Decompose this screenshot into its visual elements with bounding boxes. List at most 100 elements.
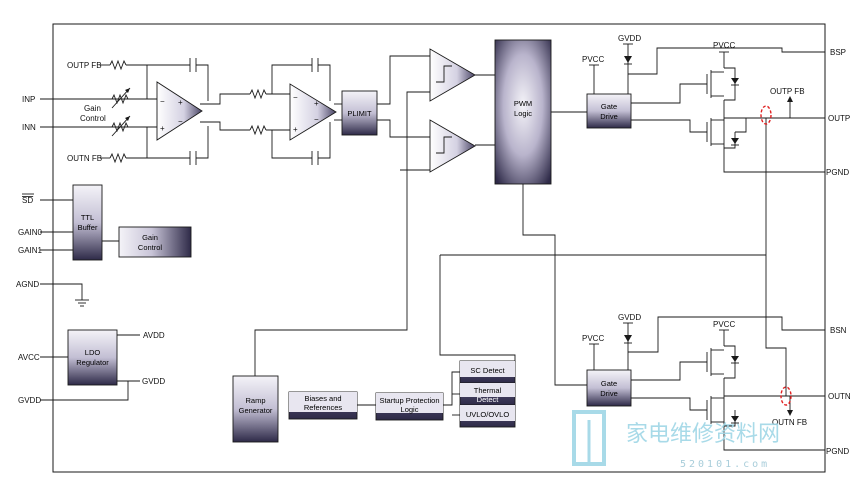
mosfet-top-high bbox=[706, 70, 739, 98]
stage2-wires bbox=[266, 58, 342, 165]
thermal-label-line2: Detect bbox=[477, 395, 500, 404]
gate-drive-top-line1: Gate bbox=[601, 102, 617, 111]
pin-gain1: GAIN1 bbox=[18, 246, 43, 255]
net-pvcc-gd-bottom: PVCC bbox=[582, 334, 604, 343]
thermal-label-line1: Thermal bbox=[474, 386, 502, 395]
variable-resistor-inn bbox=[111, 115, 131, 137]
pin-gvdd: GVDD bbox=[18, 396, 41, 405]
variable-resistor-inp bbox=[111, 87, 131, 109]
amplifier-stage-1 bbox=[156, 81, 203, 141]
gate-drive-bottom bbox=[586, 369, 632, 407]
watermark-url: 520101.com bbox=[680, 459, 770, 470]
ttl-buffer-block bbox=[72, 184, 103, 261]
uvlo-face bbox=[460, 405, 515, 421]
pin-pgnd-top: PGND bbox=[826, 168, 849, 177]
startup-label-line2: Logic bbox=[401, 405, 419, 414]
plimit-label: PLIMIT bbox=[347, 109, 372, 118]
comparator-top-hysteresis bbox=[436, 65, 452, 83]
protection-wires bbox=[439, 255, 516, 416]
watermark: 家电维修资料网 520101.com bbox=[572, 410, 780, 470]
net-gvdd-bottom: GVDD bbox=[618, 313, 641, 322]
ldo-regulator-block bbox=[67, 329, 118, 386]
amp2-out-minus: − bbox=[314, 115, 319, 124]
amp1-out-minus: − bbox=[178, 117, 183, 126]
gain-control-block-line2: Control bbox=[138, 243, 163, 252]
net-outp-fb-right: OUTP FB bbox=[770, 87, 805, 96]
watermark-cn: 家电维修资料网 bbox=[626, 422, 780, 447]
pin-bsp: BSP bbox=[830, 48, 846, 57]
control-wires bbox=[40, 199, 140, 401]
net-avdd: AVDD bbox=[143, 331, 165, 340]
pin-avcc: AVCC bbox=[18, 353, 40, 362]
mosfet-top-low bbox=[706, 118, 739, 146]
ramp-generator-block bbox=[232, 375, 279, 443]
pin-agnd: AGND bbox=[16, 280, 39, 289]
pin-sd: SD bbox=[22, 196, 33, 205]
amp2-minus: − bbox=[293, 93, 298, 102]
ramp-label-line1: Ramp bbox=[245, 396, 265, 405]
resistor-outn-fb bbox=[109, 152, 127, 164]
net-gvdd-ldo: GVDD bbox=[142, 377, 165, 386]
gain-control-block bbox=[118, 226, 192, 258]
gain-control-text-line1: Gain bbox=[84, 104, 101, 113]
resistor-stage2-top bbox=[249, 88, 267, 100]
biases-label-line2: References bbox=[304, 403, 343, 412]
gain-control-text-line2: Control bbox=[80, 114, 106, 123]
thermal-detect-face bbox=[460, 383, 515, 397]
pin-outp: OUTP bbox=[828, 114, 850, 123]
startup-label-line1: Startup Protection bbox=[379, 396, 439, 405]
pin-inp: INP bbox=[22, 95, 35, 104]
amp1-plus: + bbox=[160, 124, 165, 133]
pin-bsn: BSN bbox=[830, 326, 847, 335]
pin-outn: OUTN bbox=[828, 392, 851, 401]
comparator-bottom bbox=[429, 119, 476, 173]
pwm-label-line1: PWM bbox=[514, 99, 532, 108]
gate-drive-top-line2: Drive bbox=[600, 112, 618, 121]
uvlo-label: UVLO/OVLO bbox=[466, 410, 510, 419]
resistor-outp-fb bbox=[109, 59, 127, 71]
mosfet-bottom-low bbox=[706, 396, 739, 424]
biases-references-face bbox=[289, 392, 357, 412]
sc-detect-face bbox=[460, 361, 515, 377]
pin-pgnd-bottom: PGND bbox=[826, 447, 849, 456]
resistor-stage2-bottom bbox=[249, 124, 267, 136]
diode-gvdd-bottom bbox=[624, 335, 632, 342]
gate-drive-bottom-line2: Drive bbox=[600, 389, 618, 398]
ttl-label-line2: Buffer bbox=[78, 223, 98, 232]
comparator-bottom-hysteresis bbox=[436, 136, 452, 154]
amp2-plus: + bbox=[293, 125, 298, 134]
top-stage-wires bbox=[589, 43, 825, 315]
ferrite-marker-bottom bbox=[780, 386, 792, 406]
comparator-wires bbox=[254, 55, 495, 376]
amp1-minus: − bbox=[160, 97, 165, 106]
ttl-label-line1: TTL bbox=[81, 213, 94, 222]
net-pvcc-fet-bottom: PVCC bbox=[713, 320, 735, 329]
sc-detect-label: SC Detect bbox=[470, 366, 505, 375]
amp2-out-plus: + bbox=[314, 99, 319, 108]
ferrite-marker-top bbox=[760, 105, 772, 125]
gate-drive-bottom-line1: Gate bbox=[601, 379, 617, 388]
ldo-label-line1: LDO bbox=[85, 348, 101, 357]
pin-outp-fb-left: OUTP FB bbox=[67, 61, 102, 70]
plimit-block bbox=[341, 90, 378, 136]
pin-outn-fb-left: OUTN FB bbox=[67, 154, 102, 163]
net-gvdd-top: GVDD bbox=[618, 34, 641, 43]
input-wires bbox=[40, 58, 250, 165]
net-outn-fb-right: OUTN FB bbox=[772, 418, 807, 427]
startup-protection-face bbox=[376, 393, 443, 413]
pwm-logic-block bbox=[494, 39, 552, 185]
diode-gvdd-top bbox=[624, 56, 632, 63]
amplifier-stage-2 bbox=[289, 83, 337, 141]
gain-control-block-line1: Gain bbox=[142, 233, 158, 242]
ramp-label-line2: Generator bbox=[239, 406, 273, 415]
ldo-label-line2: Regulator bbox=[76, 358, 109, 367]
bottom-stage-wires bbox=[440, 254, 825, 451]
chip-outline bbox=[52, 23, 826, 473]
amp1-out-plus: + bbox=[178, 98, 183, 107]
outp-fb-arrow bbox=[787, 96, 793, 102]
net-pvcc-gd-top: PVCC bbox=[582, 55, 604, 64]
gate-drive-top bbox=[586, 93, 632, 129]
biases-label-line1: Biases and bbox=[304, 394, 341, 403]
outn-fb-arrow bbox=[787, 410, 793, 416]
